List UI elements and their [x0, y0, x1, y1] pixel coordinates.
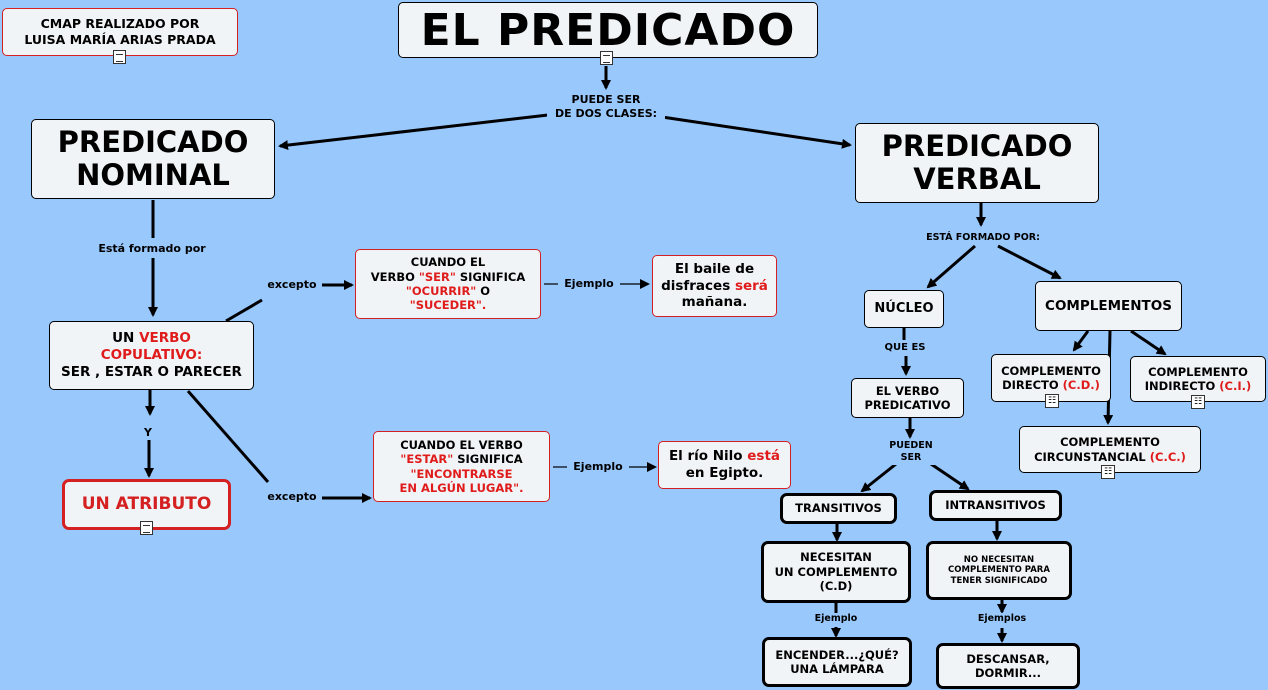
transitivos-node[interactable]: TRANSITIVOS — [780, 493, 897, 524]
document-icon[interactable] — [140, 521, 153, 535]
link-label-ejemplo-2: Ejemplo — [567, 460, 629, 475]
document-icon[interactable] — [113, 50, 126, 64]
credit-box: CMAP REALIZADO POR LUISA MARÍA ARIAS PRA… — [2, 8, 238, 56]
complementos-node[interactable]: COMPLEMENTOS — [1035, 281, 1182, 331]
link-label-ejemplo-transitivo: Ejemplo — [806, 613, 866, 626]
intransitivos-node[interactable]: INTRANSITIVOS — [929, 490, 1062, 521]
credit-line1: CMAP REALIZADO POR — [40, 16, 200, 32]
link-label-ejemplo-1: Ejemplo — [558, 277, 620, 292]
document-icon[interactable] — [600, 51, 613, 65]
ejemplo-estar-node[interactable]: El río Nilo está en Egipto. — [658, 441, 791, 489]
link-label-excepto-1: excepto — [262, 278, 322, 293]
link-label-y: Y — [140, 426, 156, 441]
link-label-formado-verbal: ESTÁ FORMADO POR: — [918, 232, 1048, 245]
link-label-formado-nominal: Está formado por — [90, 242, 214, 257]
verbo-copulativo-node[interactable]: UN VERBO COPULATIVO: SER , ESTAR O PAREC… — [49, 321, 254, 390]
submap-icon[interactable]: ☷ — [1101, 465, 1115, 479]
predicado-nominal-node[interactable]: PREDICADO NOMINAL — [31, 119, 275, 199]
submap-icon[interactable]: ☷ — [1191, 395, 1205, 409]
ejemplo-ser-node[interactable]: El baile de disfraces será mañana. — [652, 255, 777, 317]
atributo-node[interactable]: UN ATRIBUTO — [62, 479, 231, 530]
link-label-excepto-2: excepto — [262, 490, 322, 505]
page-title: EL PREDICADO — [420, 4, 796, 56]
credit-line2: LUISA MARÍA ARIAS PRADA — [24, 32, 216, 47]
encender-node[interactable]: ENCENDER...¿QUÉ? UNA LÁMPARA — [762, 637, 912, 687]
link-label-que-es: QUE ES — [880, 341, 930, 354]
verbo-estar-node[interactable]: CUANDO EL VERBO "ESTAR" SIGNIFICA "ENCON… — [373, 431, 550, 502]
verbo-ser-node[interactable]: CUANDO EL VERBO "SER" SIGNIFICA "OCURRIR… — [355, 249, 541, 319]
el-verbo-predicativo-node[interactable]: EL VERBO PREDICATIVO — [851, 378, 964, 418]
main-title-node[interactable]: EL PREDICADO — [398, 2, 818, 58]
nucleo-node[interactable]: NÚCLEO — [864, 290, 944, 328]
predicado-verbal-node[interactable]: PREDICADO VERBAL — [855, 123, 1099, 203]
no-necesitan-complemento-node[interactable]: NO NECESITAN COMPLEMENTO PARA TENER SIGN… — [926, 541, 1072, 600]
necesitan-complemento-node[interactable]: NECESITAN UN COMPLEMENTO (C.D) — [761, 541, 911, 603]
descansar-node[interactable]: DESCANSAR, DORMIR... — [936, 643, 1080, 689]
link-label-ejemplos-intransitivo: Ejemplos — [970, 613, 1034, 626]
complemento-circunstancial-node[interactable]: COMPLEMENTO CIRCUNSTANCIAL (C.C.) — [1019, 426, 1201, 473]
submap-icon[interactable]: ☷ — [1045, 394, 1059, 408]
complemento-indirecto-node[interactable]: COMPLEMENTO INDIRECTO (C.I.) — [1130, 356, 1266, 402]
